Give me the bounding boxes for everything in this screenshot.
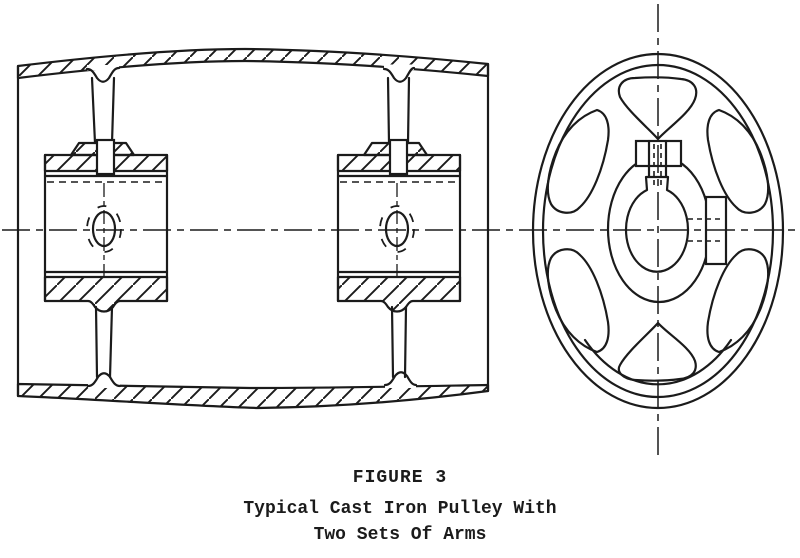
pulley-arms	[90, 76, 411, 379]
rim-section	[16, 47, 490, 410]
hub-right	[336, 138, 462, 313]
caption-line-1: Typical Cast Iron Pulley With	[243, 499, 557, 519]
hub-left	[43, 138, 169, 313]
hub-left-key	[95, 138, 116, 176]
fillet-bottom-left	[86, 372, 122, 388]
opening-lower-right	[706, 248, 770, 354]
hub-right-key	[388, 138, 409, 176]
figure-caption: FIGURE 3 Typical Cast Iron Pulley With T…	[0, 468, 800, 548]
hub-right-bottom-band	[336, 275, 462, 313]
arm-fillets	[85, 64, 418, 388]
bore-with-keyway	[624, 175, 690, 273]
opening-upper-left	[546, 108, 610, 214]
fillet-bottom-right	[383, 371, 418, 387]
pulley-drawing-svg	[2, 4, 796, 456]
hub-end	[606, 139, 728, 304]
opening-lower-left	[546, 248, 610, 354]
center-lines	[2, 4, 796, 456]
fillet-top-right	[382, 66, 416, 83]
fillet-top-left	[85, 66, 121, 83]
opening-upper-right	[706, 108, 770, 214]
technical-drawing	[2, 4, 796, 456]
caption-line-2: Two Sets Of Arms	[313, 525, 487, 545]
figure-label: FIGURE 3	[352, 468, 448, 488]
rim-top-band	[16, 47, 490, 80]
pulley-side-view	[16, 47, 490, 410]
pulley-end-view	[531, 52, 785, 410]
hub-left-bottom-band	[43, 275, 169, 313]
